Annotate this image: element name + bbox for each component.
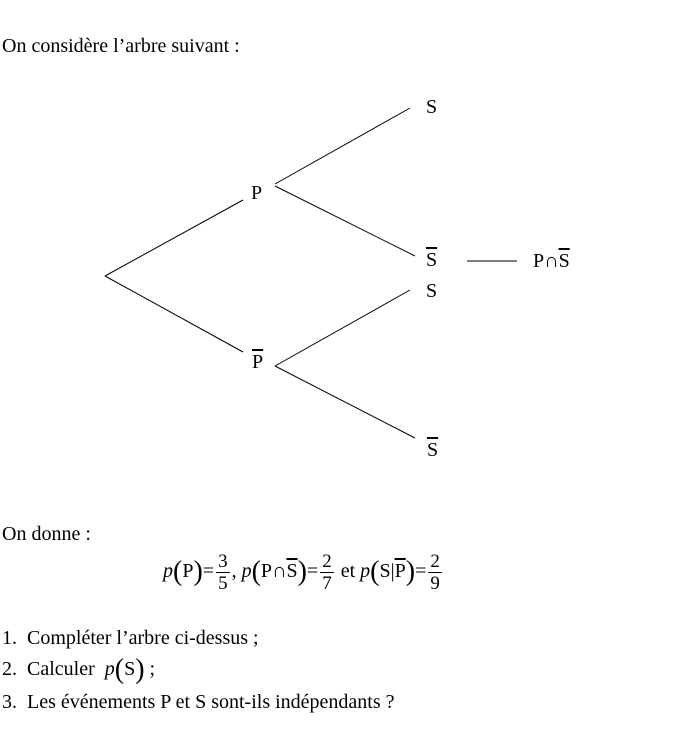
question-number: 2.: [2, 658, 17, 680]
p-symbol: p: [241, 560, 252, 582]
math-arg: S: [124, 658, 136, 680]
branch-Pbar-Sbar: [274, 365, 416, 439]
leaf-Pbar-Sbar: S: [427, 439, 439, 461]
den: 5: [218, 572, 228, 594]
annotation-op: ∩: [544, 250, 559, 272]
branch-root-Pbar: [104, 275, 244, 353]
f3-a: S: [379, 560, 391, 582]
leaf-P-Sbar: S: [426, 249, 438, 271]
question-text: Les événements P et S sont-ils indépenda…: [27, 691, 395, 713]
annotation-P-inter-Sbar: P∩S: [533, 251, 570, 271]
question-number: 1.: [2, 627, 17, 649]
question-text: Compléter l’arbre ci-dessus ;: [27, 627, 259, 649]
num: 3: [216, 550, 230, 573]
question-2: 2. Calculer p(S) ;: [2, 654, 156, 685]
et-word: et: [340, 560, 356, 582]
annotation-a: P: [533, 250, 545, 272]
den: 9: [430, 572, 440, 594]
intro-text: On considère l’arbre suivant :: [2, 35, 240, 57]
question-3: 3. Les événements P et S sont-ils indépe…: [2, 692, 395, 712]
p-symbol: p: [360, 560, 371, 582]
branch-root-P: [104, 199, 244, 277]
annotation-b: S: [558, 250, 570, 272]
f1-arg: P: [182, 560, 194, 582]
question-1: 1. Compléter l’arbre ci-dessus ;: [2, 628, 259, 648]
p-symbol: p: [163, 560, 173, 582]
num: 2: [320, 550, 334, 573]
equals: =: [202, 560, 215, 582]
branch-P-Sbar: [274, 185, 416, 257]
den: 7: [322, 572, 332, 594]
f3-given: |: [390, 560, 395, 582]
p-symbol: p: [104, 658, 115, 680]
branch-P-S: [274, 107, 411, 185]
question-number: 3.: [2, 691, 17, 713]
f2-a: P: [260, 560, 273, 582]
node-Pbar: P: [252, 351, 264, 373]
question-text: Calculer: [27, 658, 95, 680]
branch-Pbar-S: [274, 289, 411, 367]
given-label: On donne :: [2, 523, 91, 545]
f2-b: S: [286, 560, 298, 582]
node-P: P: [251, 182, 263, 204]
equals: =: [415, 560, 427, 582]
num: 2: [428, 550, 442, 573]
leaf-P-S: S: [426, 96, 438, 118]
comma: ,: [231, 560, 237, 582]
f3-b: P: [394, 560, 406, 582]
equals: =: [306, 560, 319, 582]
question-tail: ;: [149, 658, 156, 680]
f2-op: ∩: [272, 560, 287, 582]
leaf-Pbar-S: S: [426, 280, 438, 302]
